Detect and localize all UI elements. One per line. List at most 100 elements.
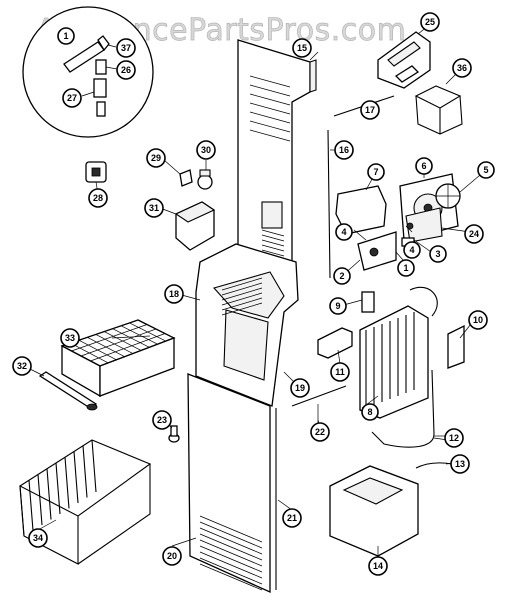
detail-line — [199, 515, 263, 543]
part-32-rod — [38, 371, 98, 411]
part-36-wire-frame — [414, 73, 463, 135]
inset-water-fitting-detail — [22, 6, 154, 138]
callout-18[interactable]: 18 — [164, 284, 184, 304]
part-11-block — [317, 327, 353, 359]
callout-19[interactable]: 19 — [290, 378, 310, 398]
callout-22[interactable]: 22 — [310, 422, 330, 442]
part-8-evaporator — [359, 286, 438, 419]
detail-line — [249, 84, 291, 97]
detail-line — [261, 239, 285, 247]
callout-17[interactable]: 17 — [360, 100, 380, 120]
detail-line — [80, 328, 157, 357]
callout-20[interactable]: 20 — [162, 546, 182, 566]
detail-line — [221, 302, 263, 316]
callout-1[interactable]: 1 — [57, 27, 75, 45]
part-25-bracket — [377, 25, 431, 89]
callout-7[interactable]: 7 — [367, 163, 385, 181]
detail-line — [199, 563, 263, 591]
callout-26[interactable]: 26 — [116, 60, 136, 80]
detail-line — [199, 533, 263, 561]
detail-line — [261, 229, 285, 237]
detail-line — [221, 297, 263, 311]
part-7-cover — [335, 185, 387, 235]
detail-line — [261, 244, 285, 252]
detail-line — [249, 93, 291, 106]
callout-33[interactable]: 33 — [60, 328, 80, 348]
callout-9[interactable]: 9 — [329, 297, 347, 315]
detail-line — [90, 333, 166, 362]
callout-4b[interactable]: 4 — [403, 241, 421, 259]
callout-37[interactable]: 37 — [116, 38, 136, 58]
callout-14[interactable]: 14 — [368, 556, 388, 576]
part-33-shelf — [60, 319, 176, 398]
detail-line — [73, 451, 79, 504]
detail-line — [28, 480, 34, 531]
detail-line — [221, 287, 263, 301]
detail-line — [249, 129, 291, 142]
detail-line — [68, 559, 79, 565]
part-29-30-lamp — [179, 169, 213, 190]
callout-13[interactable]: 13 — [450, 454, 470, 474]
callout-6[interactable]: 6 — [415, 157, 433, 175]
detail-line — [221, 282, 263, 296]
callout-8[interactable]: 8 — [361, 403, 379, 421]
callout-3[interactable]: 3 — [429, 245, 447, 263]
callout-32[interactable]: 32 — [12, 356, 32, 376]
detail-line — [71, 324, 148, 352]
part-16-strip — [327, 129, 331, 279]
part-18-19-air-duct-housing — [195, 243, 299, 407]
callout-5[interactable]: 5 — [477, 161, 495, 179]
callout-15[interactable]: 15 — [292, 38, 312, 58]
detail-line — [249, 75, 291, 88]
part-5-fan-blade — [435, 183, 461, 209]
detail-line — [64, 457, 70, 509]
part-14-drain-pan — [329, 465, 419, 557]
part-20-21-lower-panel — [187, 373, 277, 594]
callout-34[interactable]: 34 — [28, 528, 48, 548]
detail-line — [55, 462, 61, 515]
detail-line — [249, 102, 291, 115]
callout-31[interactable]: 31 — [144, 198, 164, 218]
detail-line — [249, 120, 291, 133]
part-22-strip — [291, 385, 347, 407]
detail-line — [199, 557, 263, 585]
detail-line — [82, 445, 88, 498]
callout-23[interactable]: 23 — [152, 410, 172, 430]
callout-24[interactable]: 24 — [464, 224, 484, 244]
callout-4a[interactable]: 4 — [335, 223, 353, 241]
part-34-wire-basket — [18, 439, 152, 565]
part-9-clip — [361, 291, 375, 313]
callout-12[interactable]: 12 — [444, 428, 464, 448]
callout-21[interactable]: 21 — [282, 508, 302, 528]
callout-36[interactable]: 36 — [452, 58, 472, 78]
part-28-control — [85, 161, 107, 183]
detail-line — [199, 539, 263, 567]
part-24-shroud — [405, 207, 443, 243]
detail-line — [46, 468, 52, 520]
callout-25[interactable]: 25 — [420, 12, 440, 32]
detail-line — [91, 439, 97, 493]
callout-2[interactable]: 2 — [333, 267, 351, 285]
detail-line — [249, 111, 291, 124]
callout-11[interactable]: 11 — [330, 362, 350, 382]
part-31-light-housing — [174, 201, 216, 251]
callout-28[interactable]: 28 — [88, 188, 108, 208]
detail-line — [199, 551, 263, 579]
callout-27[interactable]: 27 — [62, 88, 82, 108]
detail-line — [221, 292, 263, 306]
part-2-3-4-mount — [357, 222, 415, 271]
part-23-fastener — [168, 425, 180, 443]
detail-line — [261, 234, 285, 242]
callout-30[interactable]: 30 — [196, 140, 216, 160]
detail-line — [199, 527, 263, 555]
callout-1b[interactable]: 1 — [397, 259, 415, 277]
part-15-upper-panel — [237, 39, 319, 263]
callout-29[interactable]: 29 — [146, 148, 166, 168]
detail-line — [37, 474, 43, 526]
detail-line — [199, 545, 263, 573]
callout-10[interactable]: 10 — [468, 310, 488, 330]
callout-16[interactable]: 16 — [334, 140, 354, 160]
detail-line — [19, 485, 25, 537]
detail-line — [261, 249, 285, 257]
